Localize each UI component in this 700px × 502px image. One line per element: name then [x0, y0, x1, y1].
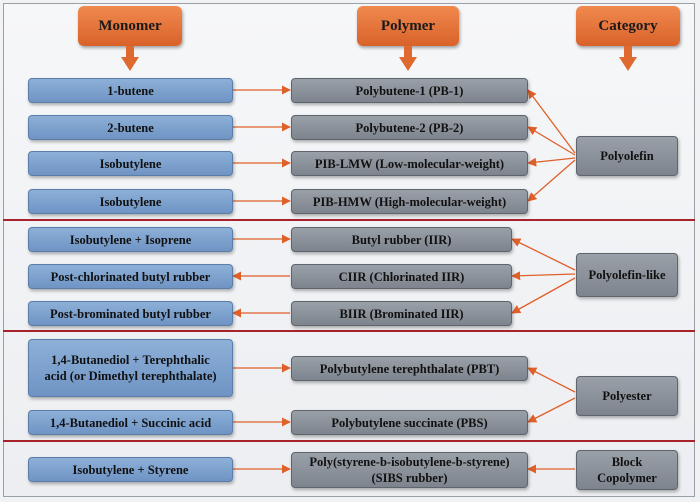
link-category-polymer: [511, 277, 576, 314]
monomer-box: Isobutylene: [28, 151, 233, 176]
link-category-polymer: [527, 159, 576, 202]
monomer-box: Post-chlorinated butyl rubber: [28, 264, 233, 289]
polymer-box: CIIR (Chlorinated IIR): [291, 264, 512, 289]
header-polymer-arrow-icon: [399, 57, 417, 71]
monomer-box: 1-butene: [28, 78, 233, 103]
link-category-polymer: [511, 238, 576, 271]
polymer-box: Butyl rubber (IIR): [291, 227, 512, 252]
header-monomer-arrow-icon: [121, 57, 139, 71]
link-category-polymer: [527, 367, 576, 393]
polymer-box: Polybutene-2 (PB-2): [291, 115, 528, 140]
header-category: Category: [576, 6, 680, 46]
monomer-box: 1,4-Butanediol + Terephthalic acid (or D…: [28, 339, 233, 397]
header-category-arrow-stem: [624, 46, 632, 58]
link-category-polymer: [527, 157, 576, 167]
monomer-box: Isobutylene + Styrene: [28, 457, 233, 482]
polymer-box: Polybutylene terephthalate (PBT): [291, 356, 528, 381]
category-box: Polyester: [576, 376, 678, 416]
header-monomer: Monomer: [78, 6, 182, 46]
link-category-polymer: [527, 89, 576, 154]
group-separator: [3, 219, 695, 221]
category-box: Block Copolymer: [576, 450, 678, 490]
group-separator: [3, 440, 695, 442]
monomer-box: Post-brominated butyl rubber: [28, 301, 233, 326]
header-monomer-arrow-stem: [126, 46, 134, 58]
monomer-box: Isobutylene: [28, 189, 233, 214]
category-box: Polyolefin-like: [576, 253, 678, 297]
link-category-polymer: [511, 271, 576, 281]
category-box: Polyolefin: [576, 136, 678, 176]
polymer-box: Polybutylene succinate (PBS): [291, 410, 528, 435]
header-category-arrow-icon: [619, 57, 637, 71]
polymer-box: PIB-HMW (High-molecular-weight): [291, 189, 528, 214]
group-separator: [3, 330, 695, 332]
polymer-box: BIIR (Brominated IIR): [291, 301, 512, 326]
polymer-box: PIB-LMW (Low-molecular-weight): [291, 151, 528, 176]
polymer-box: Poly(styrene-b-isobutylene-b-styrene) (S…: [291, 452, 528, 488]
header-polymer-arrow-stem: [404, 46, 412, 58]
link-category-polymer: [527, 126, 576, 156]
polymer-box: Polybutene-1 (PB-1): [291, 78, 528, 103]
monomer-box: Isobutylene + Isoprene: [28, 227, 233, 252]
header-polymer: Polymer: [357, 6, 459, 46]
monomer-box: 2-butene: [28, 115, 233, 140]
link-category-polymer: [527, 397, 576, 423]
monomer-box: 1,4-Butanediol + Succinic acid: [28, 410, 233, 435]
